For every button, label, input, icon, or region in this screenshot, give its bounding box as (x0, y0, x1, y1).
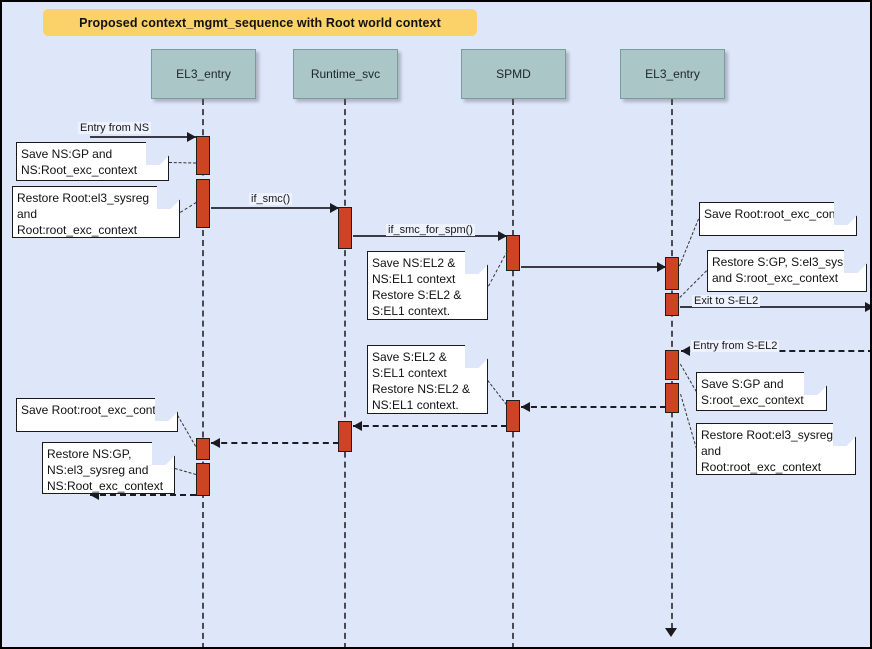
note-3[interactable]: Save Root:root_exc_context (699, 202, 857, 236)
note-text: Restore Root:el3_sysreg and Root:root_ex… (17, 191, 150, 237)
message-arrowhead-1 (330, 203, 339, 213)
message-line-3 (521, 266, 666, 268)
message-line-8 (211, 442, 339, 444)
diagram-title: Proposed context_mgmt_sequence with Root… (43, 9, 477, 36)
note-text: Save NS:EL2 & NS:EL1 context Restore S:E… (372, 256, 462, 318)
message-line-9 (90, 494, 196, 496)
message-arrowhead-2 (498, 231, 507, 241)
lifeline-label: EL3_entry (176, 67, 231, 81)
message-arrowhead-9 (90, 490, 99, 500)
note-fold-corner-icon (465, 345, 488, 368)
note-2[interactable]: Save NS:EL2 & NS:EL1 context Restore S:E… (367, 251, 488, 320)
message-arrowhead-7 (353, 421, 362, 431)
note-fold-corner-icon (804, 372, 827, 395)
note-leader-line-1 (180, 202, 197, 213)
activation-bar-7[interactable] (665, 383, 679, 413)
note-leader-line-9 (174, 468, 196, 475)
message-label-5: Entry from S-EL2 (691, 340, 780, 352)
note-text: Save S:GP and S:root_exc_context (701, 377, 804, 407)
lifeline-head-2[interactable]: SPMD (461, 49, 566, 99)
note-leader-line-0 (168, 161, 196, 163)
activation-bar-3[interactable] (506, 235, 520, 271)
note-leader-line-8 (177, 415, 196, 447)
note-text: Save S:EL2 & S:EL1 context Restore NS:EL… (372, 350, 471, 412)
lifeline-label: EL3_entry (645, 67, 700, 81)
activation-bar-5[interactable] (665, 293, 679, 316)
message-label-1: if_smc() (249, 193, 293, 205)
note-leader-line-3 (679, 218, 699, 266)
note-8[interactable]: Save Root:root_exc_context (16, 398, 178, 432)
message-line-2 (353, 235, 507, 237)
note-6[interactable]: Save S:GP and S:root_exc_context (696, 372, 827, 411)
message-label-4: Exit to S-EL2 (692, 295, 761, 307)
message-arrowhead-8 (211, 438, 220, 448)
note-text: Restore Root:el3_sysreg and Root:root_ex… (701, 428, 834, 474)
note-text: Restore S:GP, S:el3_sysreg and S:root_ex… (712, 255, 861, 285)
lifeline-terminator-arrow (665, 628, 677, 637)
message-line-4 (680, 306, 870, 308)
activation-bar-11[interactable] (196, 463, 210, 496)
message-line-6 (521, 406, 666, 408)
message-arrowhead-0 (187, 132, 196, 142)
note-fold-corner-icon (833, 423, 856, 446)
note-text: Restore NS:GP, NS:el3_sysreg and NS:Root… (47, 447, 164, 493)
message-line-7 (353, 425, 507, 427)
message-arrowhead-6 (521, 402, 530, 412)
activation-bar-8[interactable] (506, 400, 520, 432)
note-leader-line-4 (679, 270, 707, 298)
activation-bar-2[interactable] (338, 207, 352, 249)
activation-bar-4[interactable] (665, 257, 679, 290)
activation-bar-10[interactable] (196, 438, 210, 460)
lifeline-0 (202, 99, 204, 647)
activation-bar-1[interactable] (196, 179, 210, 228)
note-leader-line-7 (680, 393, 697, 449)
note-leader-line-2 (488, 250, 508, 286)
lifeline-label: SPMD (496, 67, 531, 81)
message-label-0: Entry from NS (78, 122, 152, 134)
note-9[interactable]: Restore NS:GP, NS:el3_sysreg and NS:Root… (42, 442, 175, 494)
note-fold-corner-icon (146, 142, 169, 165)
note-leader-line-6 (680, 363, 697, 392)
message-arrowhead-4 (865, 302, 870, 312)
note-text: Save Root:root_exc_context (21, 403, 172, 417)
message-arrowhead-3 (657, 262, 666, 272)
activation-bar-9[interactable] (338, 421, 352, 452)
note-7[interactable]: Restore Root:el3_sysreg and Root:root_ex… (696, 423, 856, 475)
note-4[interactable]: Restore S:GP, S:el3_sysreg and S:root_ex… (707, 250, 867, 292)
note-1[interactable]: Restore Root:el3_sysreg and Root:root_ex… (12, 186, 180, 238)
activation-bar-0[interactable] (196, 136, 210, 175)
note-5[interactable]: Save S:EL2 & S:EL1 context Restore NS:EL… (367, 345, 488, 414)
note-text: Save Root:root_exc_context (704, 207, 855, 221)
lifeline-head-3[interactable]: EL3_entry (620, 49, 725, 99)
message-label-2: if_smc_for_spm() (386, 224, 475, 236)
note-text: Save NS:GP and NS:Root_exc_context (21, 147, 138, 177)
note-fold-corner-icon (157, 186, 180, 209)
lifeline-label: Runtime_svc (310, 67, 381, 81)
lifeline-1 (344, 99, 346, 647)
note-0[interactable]: Save NS:GP and NS:Root_exc_context (16, 142, 169, 181)
note-fold-corner-icon (152, 442, 175, 465)
activation-bar-6[interactable] (665, 350, 679, 380)
lifeline-head-0[interactable]: EL3_entry (151, 49, 256, 99)
message-arrowhead-5 (681, 346, 690, 356)
lifeline-2 (512, 99, 514, 647)
lifeline-head-1[interactable]: Runtime_svc (293, 49, 398, 99)
note-leader-line-5 (487, 379, 507, 405)
message-line-1 (211, 207, 339, 209)
note-fold-corner-icon (465, 251, 488, 274)
message-line-0 (90, 136, 196, 138)
